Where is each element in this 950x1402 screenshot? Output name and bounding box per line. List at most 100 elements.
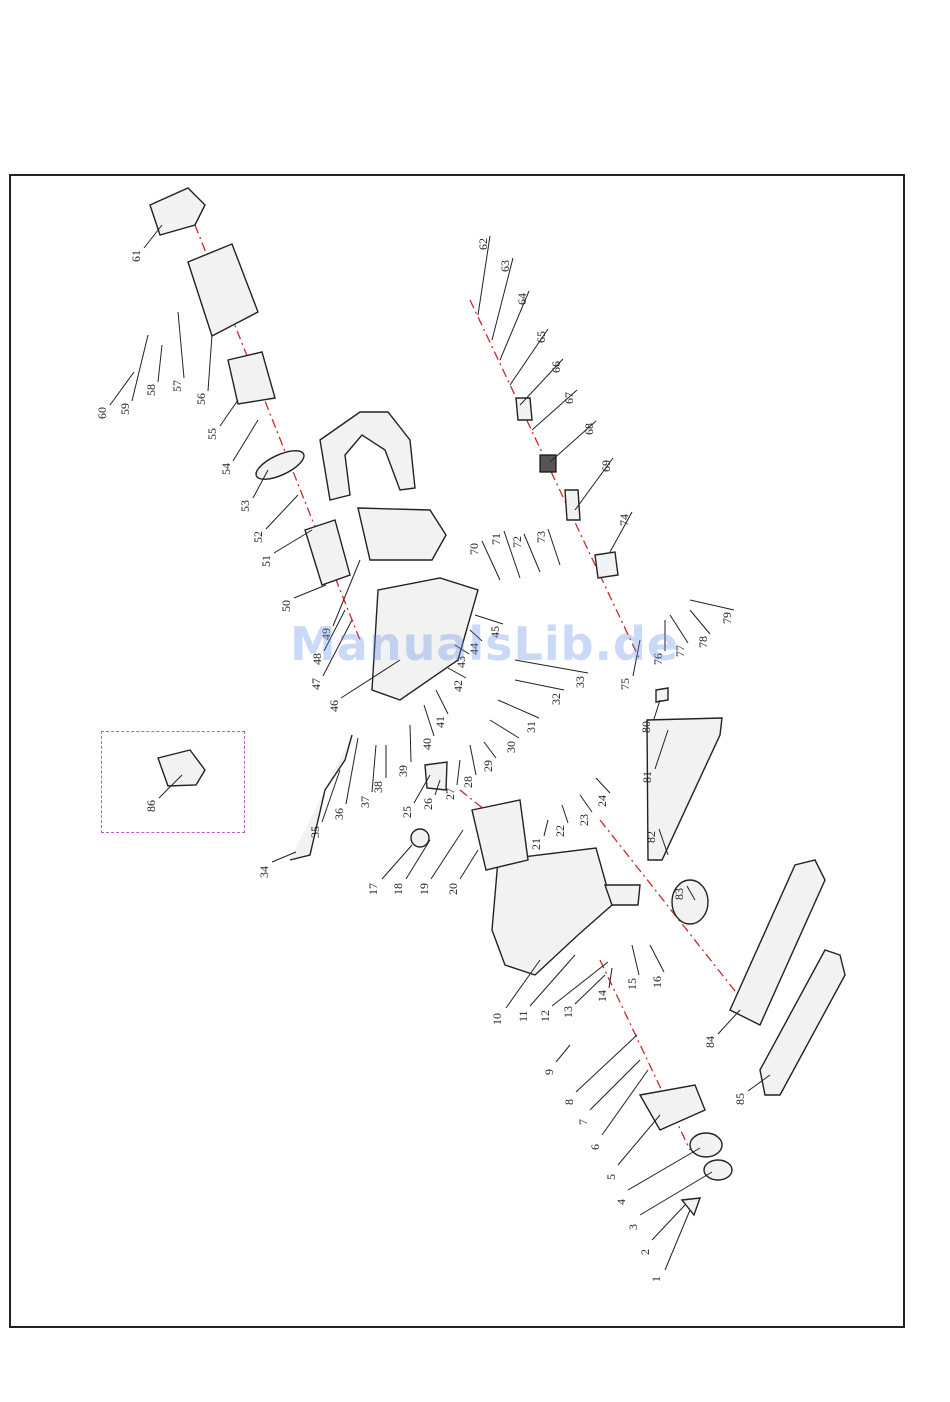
part-label-8: 8 bbox=[562, 1099, 576, 1105]
part-label-11: 11 bbox=[516, 1010, 530, 1022]
part-label-38: 38 bbox=[371, 781, 385, 793]
part-label-16: 16 bbox=[650, 976, 664, 988]
part-68-bearing bbox=[540, 455, 556, 472]
leader-line-52 bbox=[266, 495, 298, 529]
part-label-23: 23 bbox=[577, 814, 591, 826]
part-label-51: 51 bbox=[259, 555, 273, 567]
part-label-5: 5 bbox=[604, 1174, 618, 1180]
leader-line-3 bbox=[640, 1172, 712, 1215]
part-label-20: 20 bbox=[446, 883, 460, 895]
part-label-27: 27 bbox=[443, 788, 457, 800]
part-label-53: 53 bbox=[238, 500, 252, 512]
leader-line-57 bbox=[178, 312, 184, 378]
leader-line-78 bbox=[690, 610, 710, 634]
leader-line-50 bbox=[294, 585, 326, 598]
part-51-handle bbox=[320, 412, 415, 500]
part-label-75: 75 bbox=[618, 678, 632, 690]
part-label-57: 57 bbox=[170, 380, 184, 392]
part-label-85: 85 bbox=[733, 1093, 747, 1105]
leader-line-7 bbox=[590, 1060, 640, 1110]
part-3-knob-cap bbox=[704, 1160, 732, 1180]
part-label-61: 61 bbox=[129, 250, 143, 262]
leader-line-44 bbox=[470, 630, 482, 641]
leader-line-41 bbox=[436, 690, 448, 714]
part-label-2: 2 bbox=[638, 1249, 652, 1255]
leader-line-60 bbox=[110, 372, 134, 405]
part-label-9: 9 bbox=[542, 1069, 556, 1075]
leader-line-9 bbox=[556, 1045, 570, 1062]
leader-line-84 bbox=[718, 1010, 740, 1034]
part-label-56: 56 bbox=[194, 393, 208, 405]
part-label-42: 42 bbox=[451, 680, 465, 692]
part-label-46: 46 bbox=[327, 700, 341, 712]
part-label-78: 78 bbox=[696, 636, 710, 648]
leader-line-70 bbox=[482, 541, 500, 580]
part-label-4: 4 bbox=[614, 1199, 628, 1205]
part-label-14: 14 bbox=[595, 990, 609, 1002]
leader-line-28 bbox=[470, 745, 476, 775]
part-label-50: 50 bbox=[279, 600, 293, 612]
leader-line-6 bbox=[602, 1070, 648, 1135]
part-4-knob bbox=[690, 1133, 722, 1157]
part-label-70: 70 bbox=[467, 543, 481, 555]
part-label-55: 55 bbox=[205, 428, 219, 440]
part-label-7: 7 bbox=[576, 1119, 590, 1125]
leader-line-23 bbox=[580, 795, 592, 812]
leader-line-22 bbox=[562, 805, 568, 823]
leader-line-45 bbox=[475, 615, 503, 624]
part-label-24: 24 bbox=[595, 795, 609, 807]
part-label-22: 22 bbox=[553, 825, 567, 837]
part-label-49: 49 bbox=[319, 628, 333, 640]
part-53-bearing-plate bbox=[252, 445, 308, 485]
part-label-25: 25 bbox=[400, 806, 414, 818]
leader-line-58 bbox=[158, 345, 162, 382]
part-label-12: 12 bbox=[538, 1010, 552, 1022]
part-20-switch-block bbox=[472, 800, 528, 870]
part-label-72: 72 bbox=[510, 536, 524, 548]
part-label-28: 28 bbox=[461, 776, 475, 788]
leader-line-31 bbox=[498, 700, 539, 718]
part-label-62: 62 bbox=[476, 238, 490, 250]
part-label-33: 33 bbox=[573, 676, 587, 688]
part-label-13: 13 bbox=[561, 1006, 575, 1018]
part-label-59: 59 bbox=[118, 403, 132, 415]
part-label-82: 82 bbox=[644, 831, 658, 843]
part-label-74: 74 bbox=[617, 514, 631, 526]
leader-line-17 bbox=[382, 845, 412, 879]
part-81-guide-bar bbox=[647, 718, 722, 860]
leader-line-77 bbox=[670, 615, 688, 643]
part-69-shaft bbox=[565, 490, 580, 520]
part-label-76: 76 bbox=[651, 653, 665, 665]
part-34-power-cord bbox=[290, 735, 352, 860]
part-label-34: 34 bbox=[257, 866, 271, 878]
leader-line-1 bbox=[665, 1210, 690, 1270]
part-label-43: 43 bbox=[454, 656, 468, 668]
part-label-80: 80 bbox=[639, 721, 653, 733]
leader-line-75 bbox=[633, 640, 640, 676]
part-label-31: 31 bbox=[524, 721, 538, 733]
part-label-32: 32 bbox=[549, 693, 563, 705]
part-label-65: 65 bbox=[534, 331, 548, 343]
part-label-45: 45 bbox=[488, 626, 502, 638]
leader-line-73 bbox=[548, 529, 560, 565]
part-label-41: 41 bbox=[433, 716, 447, 728]
part-17-nut bbox=[411, 829, 429, 847]
leader-line-24 bbox=[596, 778, 610, 793]
part-label-6: 6 bbox=[588, 1144, 602, 1150]
part-label-69: 69 bbox=[599, 460, 613, 472]
leader-line-8 bbox=[576, 1035, 637, 1092]
leader-line-79 bbox=[690, 600, 734, 610]
part-label-10: 10 bbox=[490, 1013, 504, 1025]
part-83-sprocket bbox=[672, 880, 708, 924]
leader-line-20 bbox=[460, 850, 478, 879]
part-label-64: 64 bbox=[515, 293, 529, 305]
part-label-73: 73 bbox=[534, 531, 548, 543]
accessory-box bbox=[101, 731, 245, 833]
part-26-trigger bbox=[425, 762, 447, 790]
part-label-66: 66 bbox=[549, 361, 563, 373]
part-label-68: 68 bbox=[582, 423, 596, 435]
part-label-17: 17 bbox=[366, 883, 380, 895]
part-label-67: 67 bbox=[562, 392, 576, 404]
part-label-81: 81 bbox=[640, 771, 654, 783]
